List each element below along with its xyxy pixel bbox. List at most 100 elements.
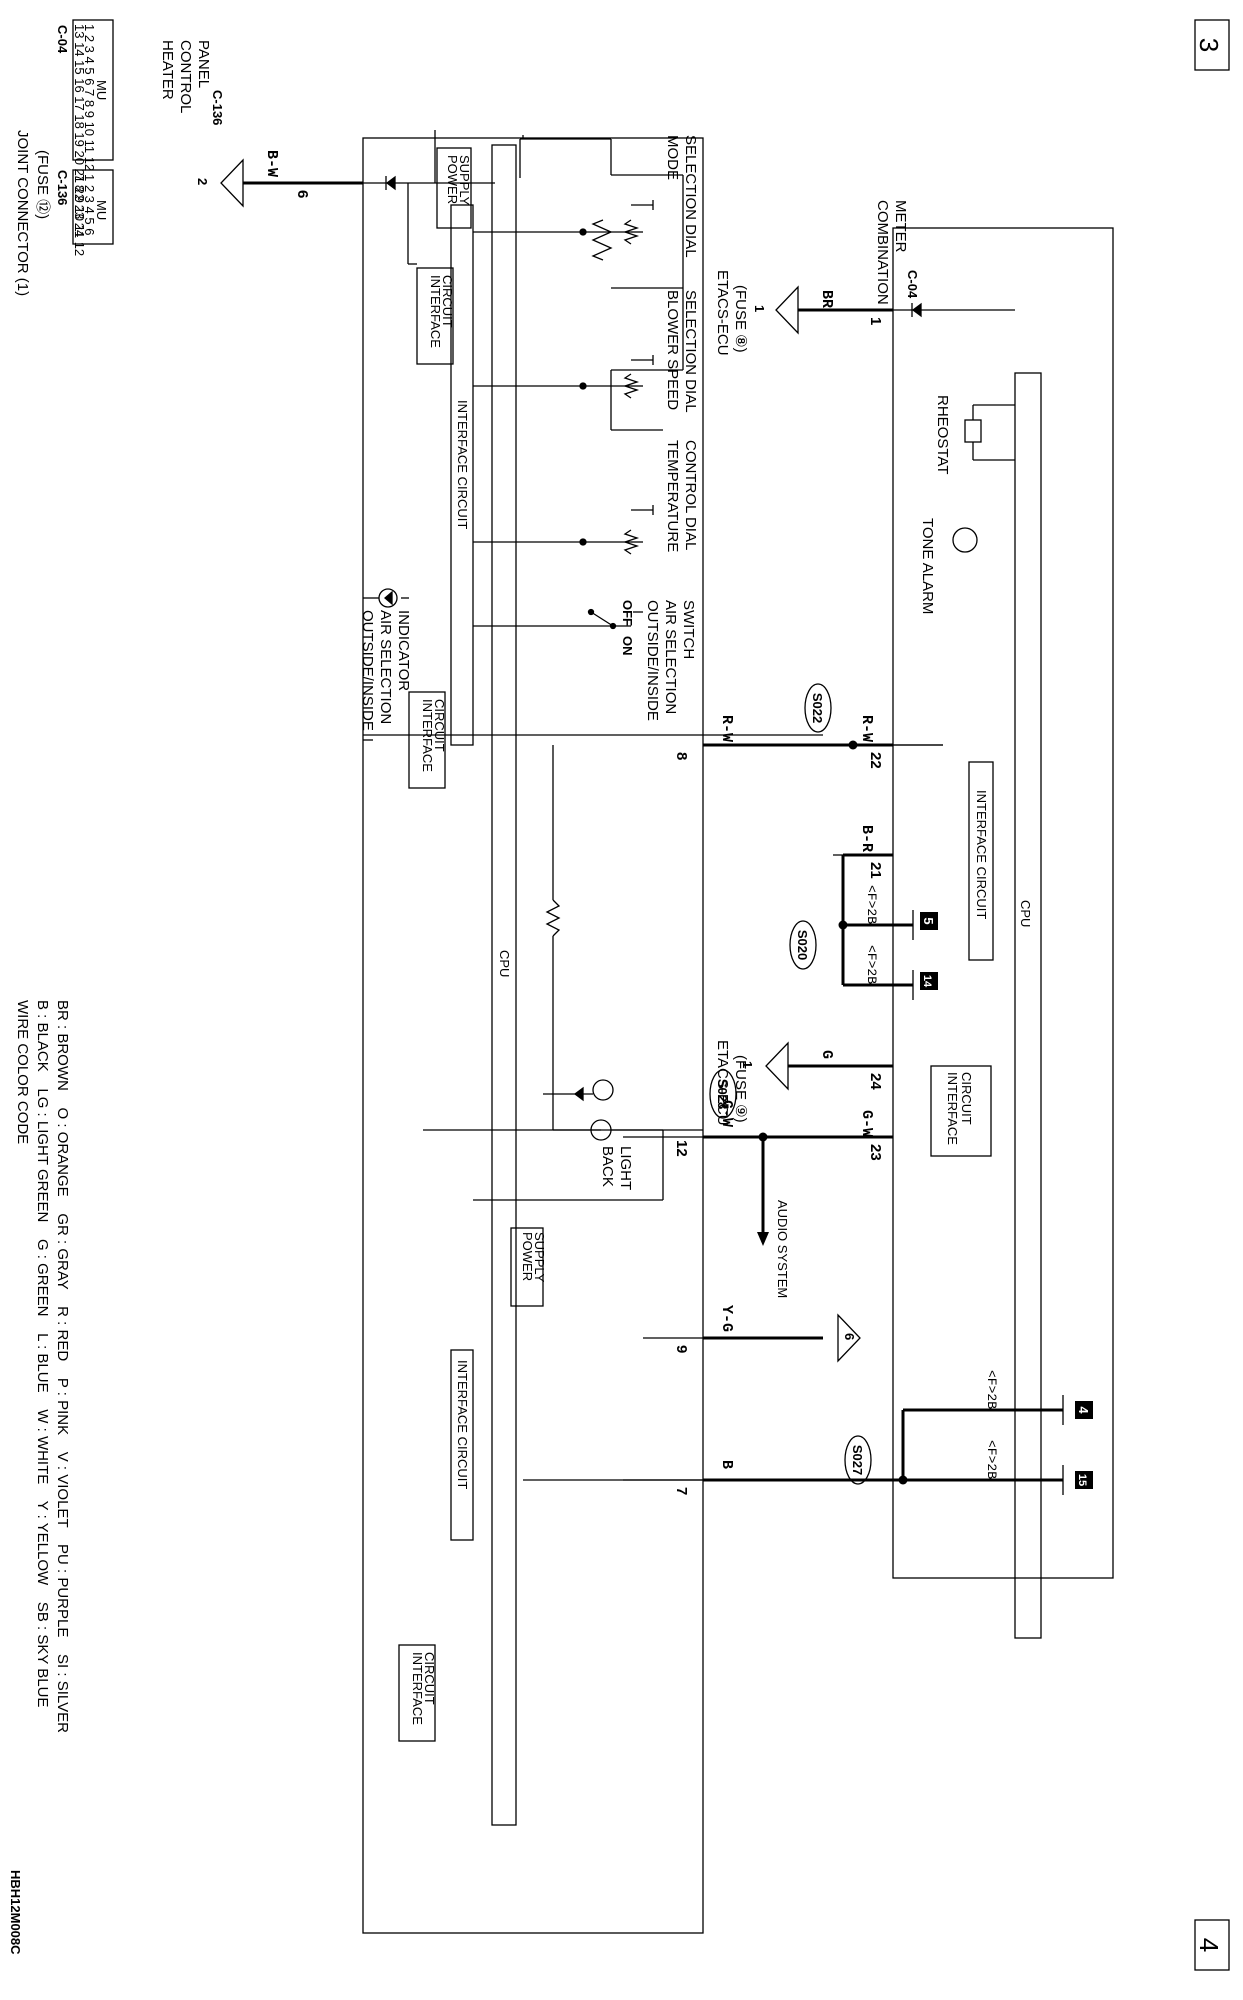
c04-label: C-04 <box>55 25 70 54</box>
splice-s022: S022 <box>810 693 825 723</box>
temp-dial-l2: CONTROL DIAL <box>682 440 699 550</box>
backlight-l1: BACK <box>599 1146 616 1187</box>
wire-b-w: B-W <box>263 150 280 177</box>
wire-b: B <box>718 1460 735 1469</box>
c04-top-pins: 1 2 3 4 5 6 7 8 9 10 11 12 <box>82 24 97 171</box>
wire-br: BR <box>818 290 835 308</box>
etacs8-pin: 1 <box>752 305 767 312</box>
meter-cpu-label: CPU <box>1018 900 1033 927</box>
meter-interface-l2: CIRCUIT <box>959 1072 974 1125</box>
ground-4-box <box>1075 1401 1093 1419</box>
mode-dial-l2: SELECTION DIAL <box>682 135 699 258</box>
c04-bottom-pins: 13 14 15 16 17 18 19 20 21 22 23 24 <box>72 24 87 237</box>
wire-y-g: Y-G <box>718 1305 735 1332</box>
heater-interface1-l1: INTERFACE <box>428 275 443 348</box>
heater-interface-circuit-bar-2 <box>450 1349 474 1541</box>
heater-title-l1: HEATER <box>159 40 176 100</box>
switch-l3: SWITCH <box>680 600 697 659</box>
switch-l1: OUTSIDE/INSIDE <box>644 600 661 721</box>
wire-b-r: B-R <box>858 825 875 852</box>
f2b-label-2: <F>2B <box>864 945 879 984</box>
heater-interface3-l1: INTERFACE <box>410 1652 425 1725</box>
pin-7: 7 <box>673 1487 690 1495</box>
heater-interface-long-2: INTERFACE CIRCUIT <box>455 1360 470 1489</box>
blower-dial-l2: SELECTION DIAL <box>682 290 699 413</box>
c136-top-pins: 1 2 3 4 5 6 <box>82 174 97 235</box>
ground-14-label: 14 <box>921 975 933 988</box>
ground-15-box <box>1075 1471 1093 1489</box>
joint-connector-triangle <box>220 158 244 208</box>
heater-connector: C-136 <box>210 90 225 125</box>
heater-interface-circuit-bar <box>450 204 474 746</box>
meter-interface-box <box>930 1065 992 1157</box>
page-number-box-left <box>1194 19 1230 71</box>
legend-title: WIRE COLOR CODE <box>14 1000 31 1144</box>
c136-label: C-136 <box>55 170 70 205</box>
switch-off: OFF <box>620 600 635 626</box>
heater-interface-box-1 <box>416 267 454 365</box>
pin-12: 12 <box>673 1140 690 1157</box>
heater-cpu-bar <box>491 144 517 1826</box>
rheostat-label: RHEOSTAT <box>934 395 951 474</box>
indicator-l3: INDICATOR <box>395 610 412 691</box>
joint-connector-pin: 2 <box>195 178 210 185</box>
ground-4-label: 4 <box>1076 1406 1091 1414</box>
figure-id: HBH12M008C <box>8 1870 23 1955</box>
tone-alarm-label: TONE ALARM <box>919 518 936 614</box>
pin-m23: 23 <box>867 1144 884 1161</box>
pin-m22: 22 <box>867 752 884 769</box>
heater-interface2-l2: CIRCUIT <box>432 699 447 752</box>
splice-s028: S028 <box>715 1079 730 1109</box>
c136-connector-box <box>72 169 114 245</box>
etacs-fuse9-triangle <box>765 1041 789 1091</box>
meter-title-l1: COMBINATION <box>874 200 891 305</box>
c136-tag: MU <box>94 200 109 220</box>
switch-on: ON <box>620 636 635 656</box>
c136-bottom-pins: 7 8 9 10 11 12 <box>72 174 87 256</box>
heater-power-supply-l2: SUPPLY <box>457 155 472 206</box>
etacs8-l1: ETACS-ECU <box>714 270 731 356</box>
etacs9-pin: 1 <box>740 1061 755 1068</box>
heater-title-l2: CONTROL <box>177 40 194 113</box>
heater-interface1-l2: CIRCUIT <box>440 275 455 328</box>
heater-title-l3: PANEL <box>195 40 212 88</box>
heater-power-supply-box-2 <box>510 1227 544 1307</box>
pin-m1: 1 <box>867 317 884 325</box>
legend-row-1: B : BLACK LG : LIGHT GREEN G : GREEN L :… <box>34 1000 51 1707</box>
wire-r-w-bottom: R-W <box>858 715 875 742</box>
heater-control-panel-box <box>362 137 704 1934</box>
legend-row-2: BR : BROWN O : ORANGE GR : GRAY R : RED … <box>54 1000 71 1733</box>
meter-interface-long: INTERFACE CIRCUIT <box>974 790 989 919</box>
pin-9: 9 <box>673 1345 690 1353</box>
pin-8: 8 <box>673 752 690 760</box>
heater-interface-box-3 <box>398 1644 436 1742</box>
y-g-source-triangle <box>837 1313 861 1363</box>
heater-power-supply2-l1: POWER <box>520 1232 535 1281</box>
meter-cpu-bar <box>1014 372 1042 1639</box>
page-number-left: 3 <box>1194 38 1224 52</box>
pin-m24: 24 <box>867 1073 884 1090</box>
y-g-source-pin: 6 <box>842 1333 857 1340</box>
meter-connector: C-04 <box>905 270 920 299</box>
f2b-label-1: <F>2B <box>864 885 879 924</box>
etacs9-l1: ETACS-ECU <box>714 1040 731 1126</box>
wire-r-w-top: R-W <box>718 715 735 742</box>
f2b-label-4: <F>2B <box>984 1440 999 1479</box>
c04-connector-box <box>72 19 114 161</box>
switch-l2: AIR SELECTION <box>662 600 679 714</box>
backlight-l2: LIGHT <box>617 1146 634 1190</box>
page-number-right: 4 <box>1194 1938 1224 1952</box>
heater-interface-box-2 <box>408 691 446 789</box>
etacs8-l2: (FUSE ⑧) <box>732 285 749 353</box>
ground-5-label: 5 <box>921 917 936 924</box>
heater-interface-long: INTERFACE CIRCUIT <box>455 400 470 529</box>
heater-interface3-l2: CIRCUIT <box>422 1652 437 1705</box>
page-number-box-right <box>1194 1919 1230 1971</box>
indicator-l1: OUTSIDE/INSIDE <box>359 610 376 731</box>
heater-interface2-l1: INTERFACE <box>420 699 435 772</box>
blower-dial-l1: BLOWER SPEED <box>664 290 681 410</box>
ground-5-box <box>920 912 938 930</box>
